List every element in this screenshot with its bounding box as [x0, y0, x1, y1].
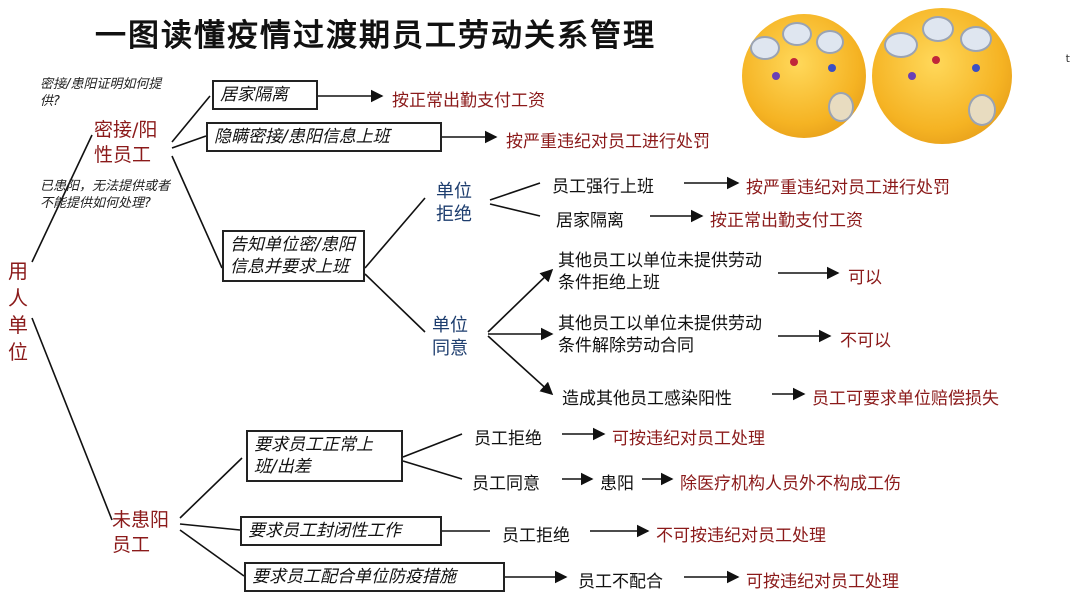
result-punish-serious: 按严重违纪对员工进行处罚	[506, 132, 710, 152]
covering-eyes-emoji-icon	[742, 14, 866, 138]
box-require-normal: 要求员工正常上班/出差	[246, 430, 403, 482]
covering-eyes-emoji-icon	[872, 8, 1012, 144]
result-cannot-discipline: 不可按违纪对员工处理	[656, 526, 826, 546]
node-unit-refuse: 单位拒绝	[436, 181, 472, 225]
label-forced-work: 员工强行上班	[552, 177, 654, 197]
label-home-isolation: 居家隔离	[556, 211, 624, 231]
box-concealed: 隐瞒密接/患阳信息上班	[206, 122, 442, 152]
box-require-closed: 要求员工封闭性工作	[240, 516, 442, 546]
result-compensation: 员工可要求单位赔偿损失	[812, 389, 999, 409]
result-cannot: 不可以	[840, 331, 891, 351]
result-not-work-injury: 除医疗机构人员外不构成工伤	[680, 474, 901, 494]
box-home-isolation: 居家隔离	[212, 80, 318, 110]
node-unit-agree: 单位同意	[432, 315, 468, 359]
label-others-terminate: 其他员工以单位未提供劳动条件解除劳动合同	[558, 314, 762, 356]
page-title: 一图读懂疫情过渡期员工劳动关系管理	[95, 18, 656, 54]
corner-mark: t	[1065, 52, 1070, 65]
result-can-discipline: 可按违纪对员工处理	[612, 429, 765, 449]
note-proof-answer: 已患阳，无法提供或者不能提供如何处理?	[40, 179, 171, 211]
box-notify: 告知单位密/患阳信息并要求上班	[222, 230, 365, 282]
category-not-infected: 未患阳员工	[112, 509, 170, 556]
result-pay-normal: 按正常出勤支付工资	[392, 91, 545, 111]
root-node: 用人单位	[8, 259, 28, 364]
result-can-discipline-2: 可按违纪对员工处理	[746, 572, 899, 592]
note-proof-question: 密接/患阳证明如何提供?	[40, 77, 162, 109]
result-can: 可以	[848, 268, 882, 288]
label-others-refuse: 其他员工以单位未提供劳动条件拒绝上班	[558, 251, 762, 293]
category-close-contact: 密接/阳性员工	[94, 119, 158, 166]
box-require-cooperate: 要求员工配合单位防疫措施	[244, 562, 505, 592]
label-emp-noncooperate: 员工不配合	[578, 572, 663, 592]
label-emp-refuse-2: 员工拒绝	[502, 526, 570, 546]
result-punish-serious-2: 按严重违纪对员工进行处罚	[746, 178, 950, 198]
label-caused-infection: 造成其他员工感染阳性	[562, 389, 732, 409]
label-emp-agree: 员工同意	[472, 474, 540, 494]
result-pay-normal-2: 按正常出勤支付工资	[710, 211, 863, 231]
label-infected: 患阳	[600, 474, 634, 494]
label-emp-refuse: 员工拒绝	[474, 429, 542, 449]
